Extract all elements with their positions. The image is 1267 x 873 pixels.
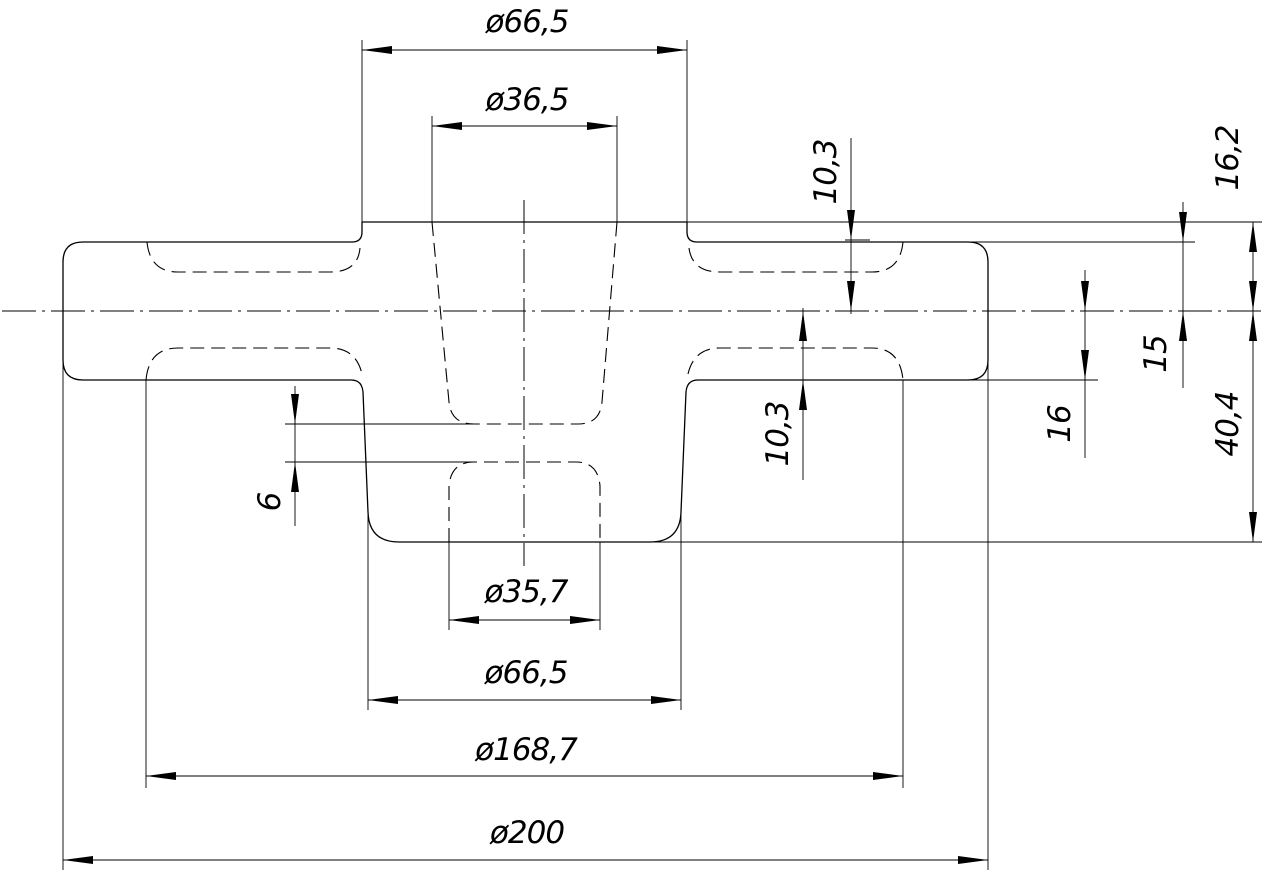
extension-lines (62, 40, 1262, 870)
dim-dia-recess: ø168,7 (474, 732, 578, 768)
dim-web-bottom-depth: 10,3 (760, 401, 796, 466)
part-outline (62, 221, 989, 543)
center-lines (2, 200, 1265, 566)
dim-hub-top-height: 16,2 (1210, 125, 1246, 190)
dim-dia-hub-top: ø66,5 (485, 4, 569, 40)
dim-dia-hub-bottom: ø66,5 (484, 655, 568, 691)
dim-dia-bore-top: ø36,5 (485, 82, 569, 118)
dim-dia-outer: ø200 (489, 815, 564, 851)
dimension-labels: ø66,5 ø36,5 ø35,7 ø66,5 ø168,7 ø200 10,3… (252, 4, 1246, 851)
dim-web-top-depth: 10,3 (808, 139, 844, 204)
dim-flange-half-upper: 15 (1138, 335, 1174, 373)
hidden-lines (145, 221, 904, 542)
dimension-lines (63, 46, 1257, 864)
dim-flange-half-lower: 16 (1042, 405, 1078, 443)
dim-bore-gap: 6 (252, 492, 288, 511)
dim-dia-bore-bottom: ø35,7 (484, 574, 569, 610)
dim-hub-bottom-height: 40,4 (1210, 391, 1246, 456)
